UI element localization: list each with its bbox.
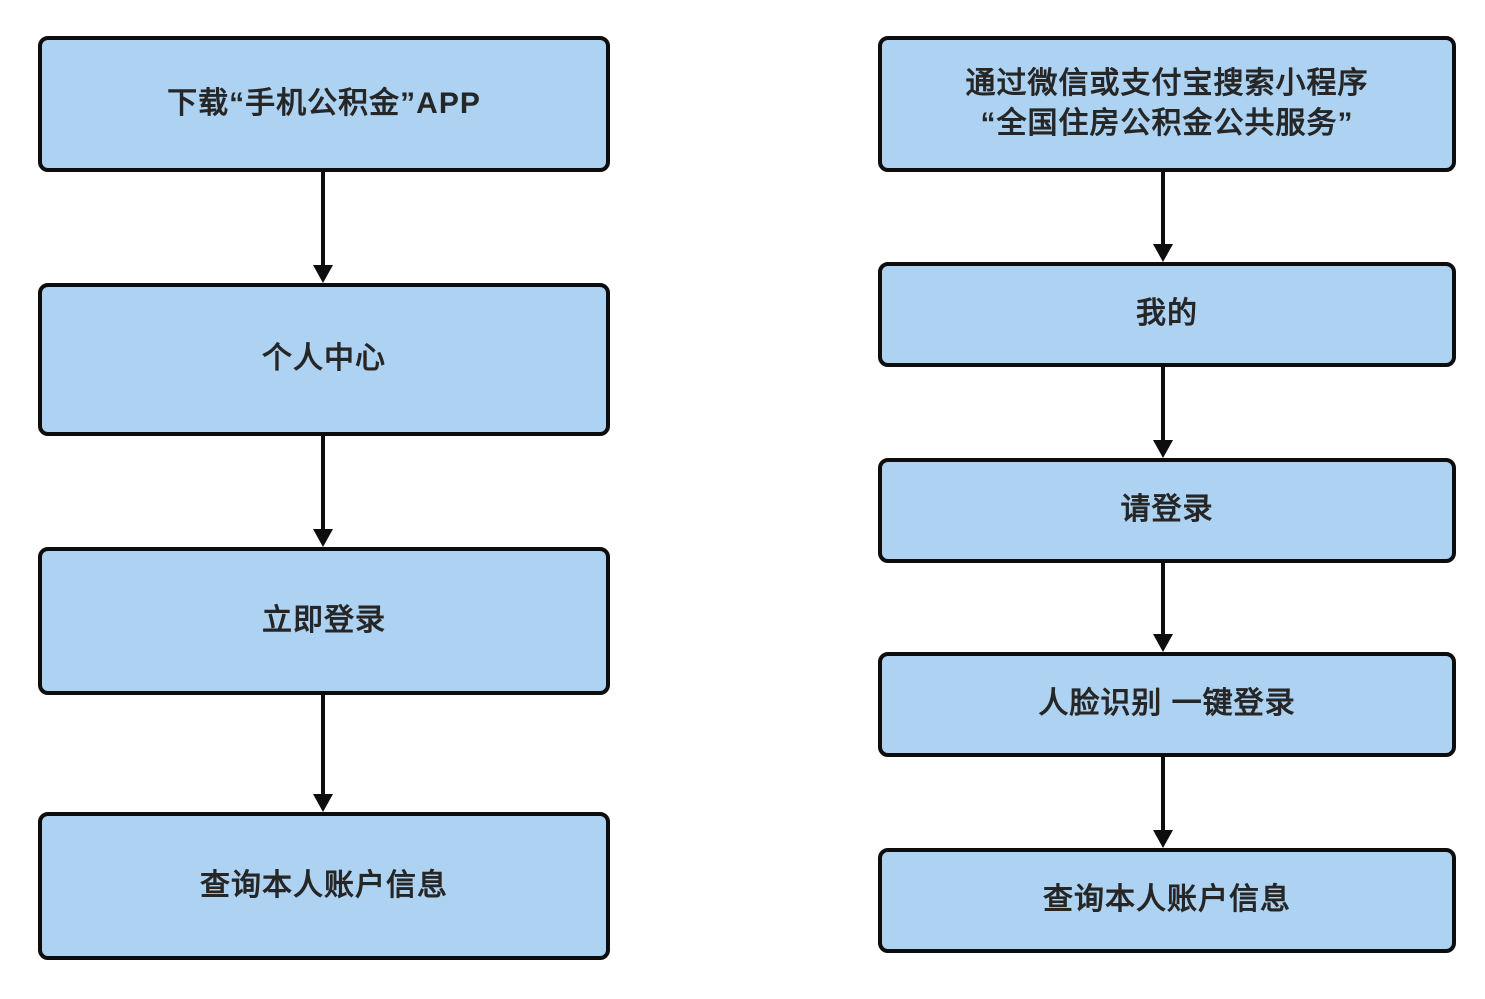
arrow-head: [1153, 244, 1173, 262]
arrow-head: [313, 794, 333, 812]
flow-node-label: 通过微信或支付宝搜索小程序 “全国住房公积金公共服务”: [965, 66, 1369, 141]
down-arrow-icon: [1151, 563, 1175, 652]
flow-node-label: 我的: [1136, 297, 1198, 331]
arrow-shaft: [321, 695, 325, 796]
flow-node-query-account-left: 查询本人账户信息: [38, 812, 610, 960]
arrow-head: [1153, 830, 1173, 848]
down-arrow-icon: [311, 436, 335, 547]
arrow-shaft: [1161, 757, 1165, 832]
arrow-head: [313, 265, 333, 283]
arrow-head: [313, 529, 333, 547]
down-arrow-icon: [1151, 757, 1175, 848]
down-arrow-icon: [1151, 172, 1175, 262]
arrow-head: [1153, 440, 1173, 458]
flow-node-login-now: 立即登录: [38, 547, 610, 695]
arrow-shaft: [1161, 172, 1165, 246]
flow-node-face-recognition-login: 人脸识别 一键登录: [878, 652, 1456, 757]
down-arrow-icon: [311, 172, 335, 283]
flow-node-query-account-right: 查询本人账户信息: [878, 848, 1456, 953]
flow-node-label: 人脸识别 一键登录: [1038, 687, 1296, 721]
flow-node-label: 个人中心: [262, 342, 386, 376]
arrow-head: [1153, 634, 1173, 652]
flow-node-label: 查询本人账户信息: [200, 868, 448, 902]
down-arrow-icon: [1151, 367, 1175, 458]
flow-node-personal-center: 个人中心: [38, 283, 610, 436]
flow-node-search-miniprogram: 通过微信或支付宝搜索小程序 “全国住房公积金公共服务”: [878, 36, 1456, 172]
arrow-shaft: [321, 172, 325, 267]
flow-node-label: 查询本人账户信息: [1043, 883, 1291, 917]
flow-node-mine: 我的: [878, 262, 1456, 367]
down-arrow-icon: [311, 695, 335, 812]
arrow-shaft: [321, 436, 325, 531]
flow-node-please-login: 请登录: [878, 458, 1456, 563]
flow-node-label: 请登录: [1120, 493, 1214, 527]
arrow-shaft: [1161, 563, 1165, 636]
arrow-shaft: [1161, 367, 1165, 442]
flow-node-download-app: 下载“手机公积金”APP: [38, 36, 610, 172]
flow-node-label: 下载“手机公积金”APP: [167, 86, 481, 120]
flow-node-label: 立即登录: [262, 603, 386, 637]
